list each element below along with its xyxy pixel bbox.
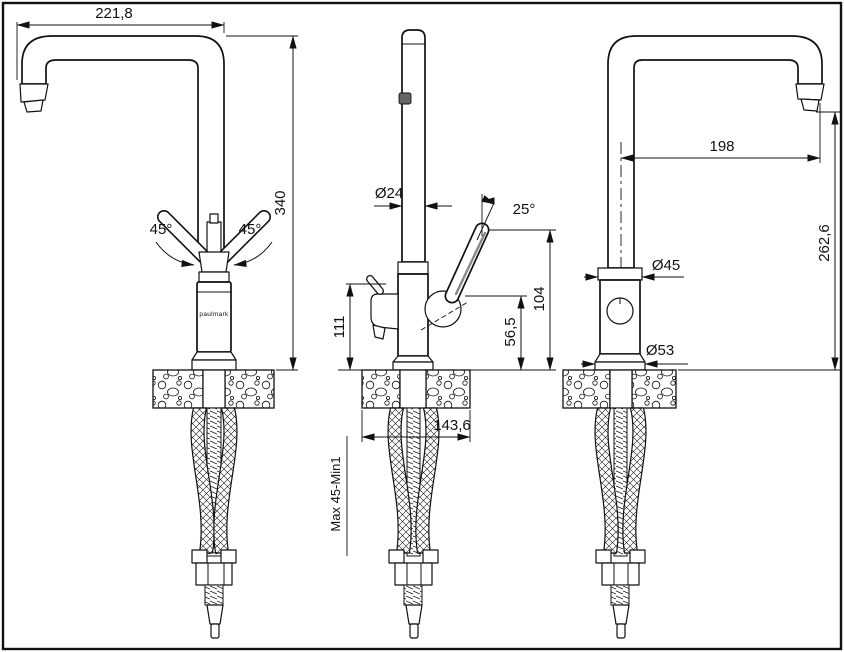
- body-collar: [198, 271, 230, 283]
- handle-shade: [454, 231, 487, 296]
- dim-left-angle-right-label: 45°: [239, 221, 262, 238]
- dim-left-angle-left-label: 45°: [150, 221, 173, 238]
- base-cone: [594, 353, 646, 363]
- stud-taper: [405, 604, 423, 625]
- angle-axis-line: [476, 202, 495, 241]
- dim-left-width-label: 221,8: [95, 5, 133, 22]
- countertop-right: [562, 369, 677, 409]
- handle-stem: [206, 221, 222, 255]
- spout-aerator-tip: [23, 99, 44, 113]
- filter-tap-lever: [366, 275, 384, 295]
- dim-front-mounting-label: Max 45-Min1: [328, 456, 343, 531]
- base-cone: [392, 355, 434, 363]
- stud-end: [409, 623, 419, 639]
- spout-nozzle: [795, 83, 825, 101]
- faucet-left: paulmark: [19, 35, 271, 371]
- pivot-axis-dashed: [420, 301, 469, 331]
- stud-end: [210, 623, 220, 639]
- body-collar: [597, 267, 643, 281]
- filter-tap-tip: [372, 324, 386, 340]
- base-cone: [191, 351, 237, 361]
- dim-right-d45-label: Ø45: [652, 257, 680, 274]
- countertop-block: [631, 369, 677, 409]
- hex-nut: [601, 562, 640, 586]
- dim-front-111-label: 111: [331, 316, 348, 339]
- hardware-left: [190, 407, 238, 639]
- dim-front-diameter-label: Ø24: [375, 185, 403, 202]
- supply-hose: [594, 407, 619, 554]
- dims-left: 221,8 340 45° 45°: [16, 5, 298, 371]
- faucet-front: [366, 29, 490, 371]
- hardware-right: [594, 407, 647, 639]
- dim-right-d53-label: Ø53: [646, 342, 674, 359]
- view-side-right: 198 262,6 Ø45 Ø53: [562, 35, 841, 639]
- dim-front-1436-label: 143,6: [433, 417, 471, 434]
- spout-outlet-front: [398, 92, 412, 105]
- spout-nozzle: [19, 83, 49, 103]
- mixer-handle: [444, 222, 490, 304]
- hose-fitting: [595, 549, 612, 564]
- stud-end: [616, 623, 626, 639]
- hex-nut: [394, 562, 433, 586]
- filter-tap-body: [370, 293, 399, 330]
- supply-hose: [387, 407, 412, 554]
- dims-right: 198 262,6 Ø45 Ø53: [581, 103, 841, 371]
- dims-front: Ø24 25° 104 56,5 111 143,6 Max 45-Min1: [328, 185, 556, 556]
- hose-fitting: [191, 549, 208, 564]
- view-side-left: paulmark 221,8: [16, 5, 298, 639]
- countertop-front: [361, 369, 471, 409]
- dim-front-104-label: 104: [531, 286, 548, 311]
- handle-lever-right: [216, 210, 271, 265]
- hose-fitting: [629, 549, 646, 564]
- countertop-block: [152, 369, 204, 409]
- base-flange: [191, 359, 237, 371]
- hose-fitting: [422, 549, 439, 564]
- countertop-block: [224, 369, 275, 409]
- brand-label: paulmark: [199, 311, 229, 318]
- base-flange: [392, 361, 434, 371]
- dim-front-565-label: 56,5: [502, 317, 519, 346]
- supply-hose: [190, 407, 215, 554]
- hose-fitting: [388, 549, 405, 564]
- stud-taper: [206, 604, 224, 625]
- faucet-body: [397, 273, 429, 357]
- angle-arc: [481, 195, 495, 205]
- mounting-shank: [202, 369, 226, 409]
- handle-hub: [198, 251, 230, 273]
- hex-nut: [195, 562, 233, 586]
- countertop-block: [425, 369, 471, 409]
- threaded-tip: [610, 584, 630, 606]
- body-collar: [397, 261, 429, 275]
- handle-stem-cap: [209, 213, 219, 224]
- angle-arc: [233, 241, 273, 268]
- mounting-shank: [399, 369, 427, 409]
- faucet-right: [594, 35, 825, 371]
- spout-aerator-tip: [800, 98, 820, 112]
- dim-right-2626-label: 262,6: [816, 224, 833, 262]
- dim-front-angle-label: 25°: [513, 201, 536, 218]
- handle-lever-left: [157, 210, 212, 265]
- dim-right-reach-label: 198: [709, 138, 734, 155]
- stud-taper: [612, 604, 630, 625]
- threaded-tip: [204, 584, 224, 606]
- hardware-front: [387, 407, 440, 639]
- dim-left-height-label: 340: [272, 190, 289, 215]
- countertop-left: [152, 369, 275, 409]
- countertop-block: [562, 369, 611, 409]
- mounting-shank: [609, 369, 633, 409]
- angle-arc: [155, 241, 195, 268]
- spout-tube: [21, 35, 225, 257]
- base-flange: [594, 361, 646, 371]
- riser-pipe: [401, 29, 426, 263]
- countertop-block: [361, 369, 401, 409]
- view-front: Ø24 25° 104 56,5 111 143,6 Max 45-Min1: [328, 29, 556, 639]
- threaded-tip: [403, 584, 423, 606]
- hose-fitting: [220, 549, 237, 564]
